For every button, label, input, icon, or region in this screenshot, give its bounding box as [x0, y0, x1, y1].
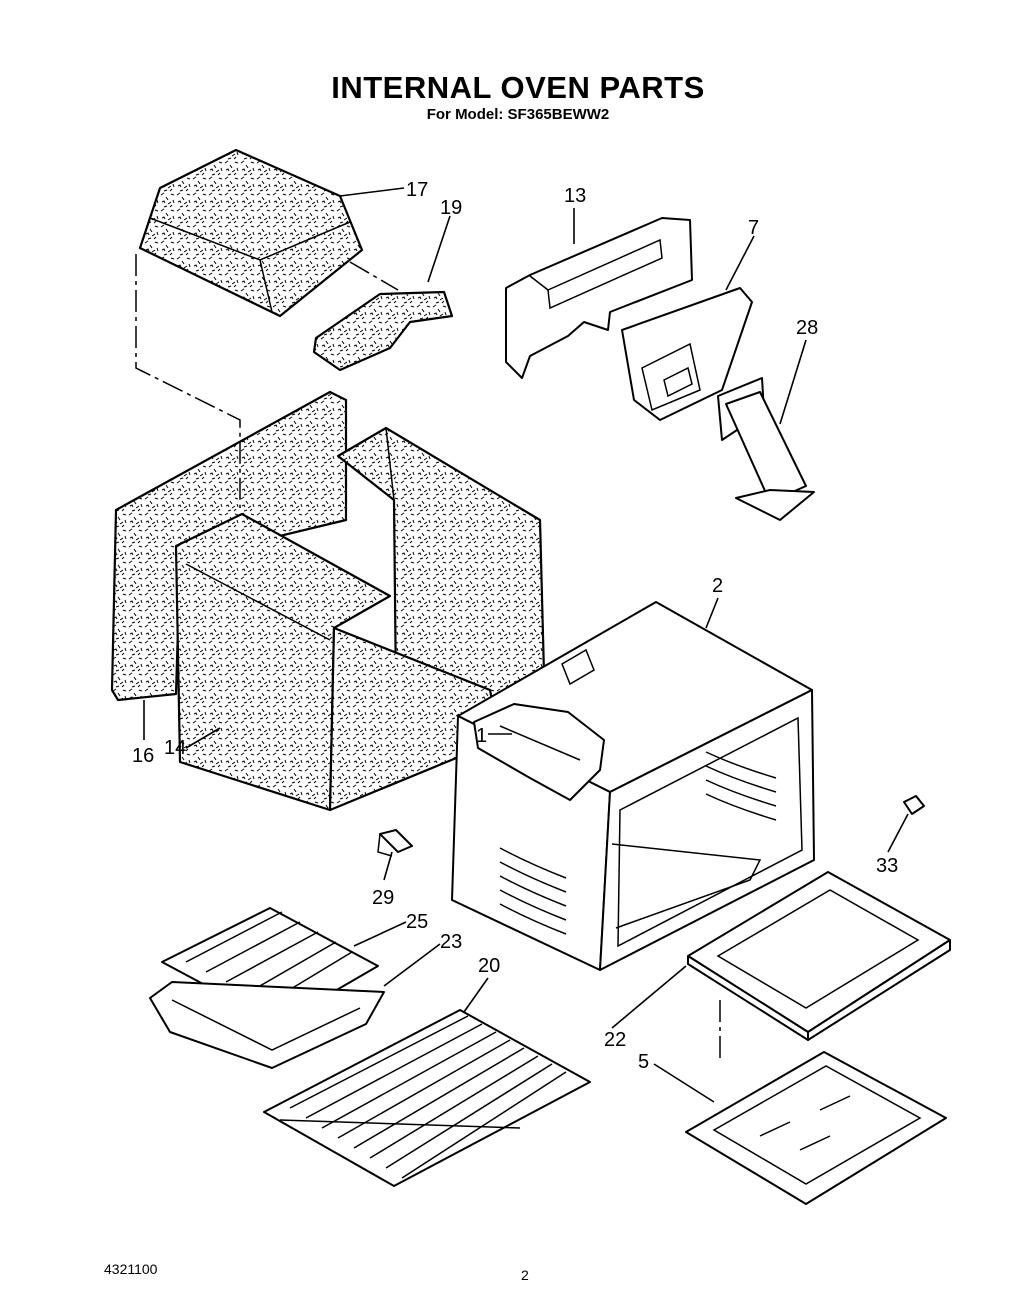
part-19-insulation-pad — [312, 290, 454, 372]
page-title: INTERNAL OVEN PARTS — [331, 70, 705, 105]
leader-lines — [143, 187, 909, 1103]
page-number: 2 — [521, 1267, 529, 1283]
callout-1: 1 — [476, 725, 487, 747]
callout-14: 14 — [164, 737, 186, 759]
part-28-vent-tube — [717, 377, 815, 521]
part-7-vent-bracket — [621, 287, 753, 421]
part-17-top-insulation — [138, 148, 364, 318]
callout-28: 28 — [796, 317, 818, 339]
callout-22: 22 — [604, 1029, 626, 1051]
callout-7: 7 — [748, 217, 759, 239]
callout-17: 17 — [406, 179, 428, 201]
callout-13: 13 — [564, 185, 586, 207]
callout-29: 29 — [372, 887, 394, 909]
alignment-line-17 — [135, 254, 241, 508]
callout-23: 23 — [440, 931, 462, 953]
part-33-clip — [903, 795, 925, 815]
part-20-oven-rack — [263, 1009, 591, 1187]
part-1-element — [473, 703, 605, 801]
callout-25: 25 — [406, 911, 428, 933]
callout-2: 2 — [712, 575, 723, 597]
part-5-bottom-tray — [685, 1051, 947, 1205]
callout-5: 5 — [638, 1051, 649, 1073]
part-29-bracket — [377, 829, 413, 857]
callout-20: 20 — [478, 955, 500, 977]
callout-33: 33 — [876, 855, 898, 877]
callout-19: 19 — [440, 197, 462, 219]
part-14-back-insulation — [174, 512, 502, 812]
document-number: 4321100 — [104, 1261, 158, 1277]
alignment-line-19 — [349, 261, 399, 291]
part-22-frame — [687, 871, 951, 1041]
part-13-duct — [505, 217, 693, 379]
model-subtitle: For Model: SF365BEWW2 — [426, 106, 610, 123]
part-23-broil-pan — [149, 981, 385, 1069]
callout-16: 16 — [132, 745, 154, 767]
